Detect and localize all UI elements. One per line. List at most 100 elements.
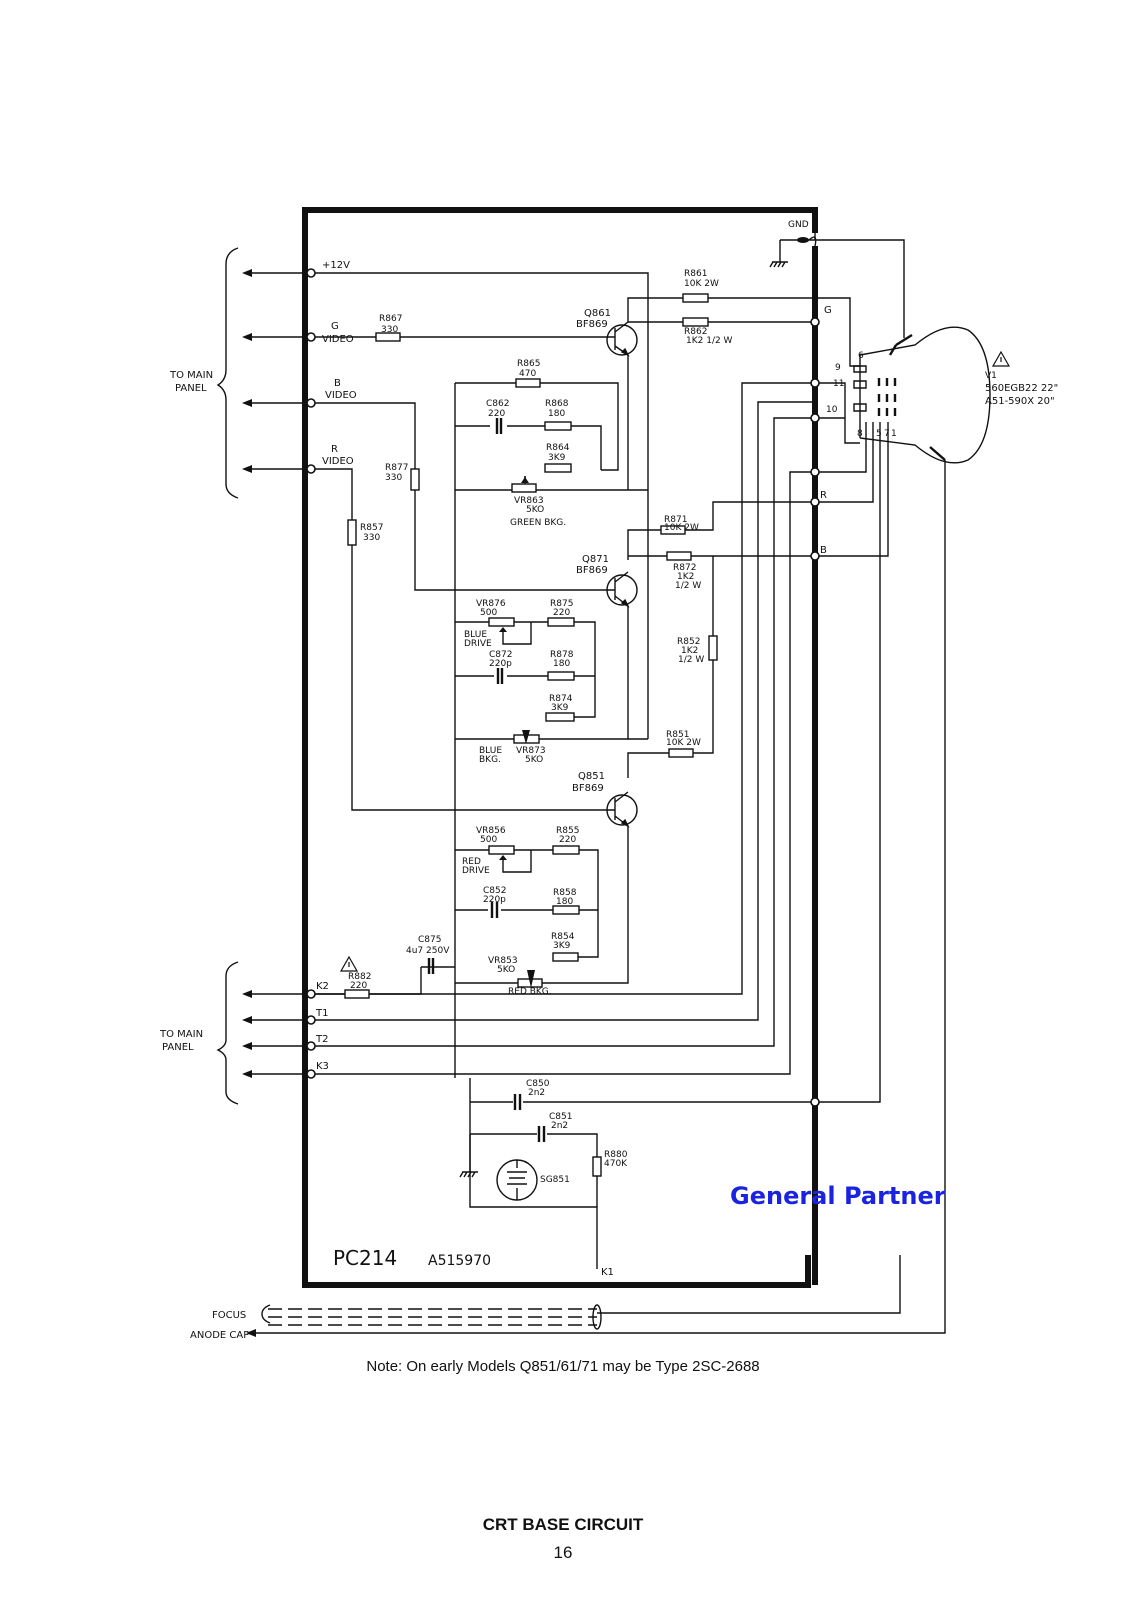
resistor-r851	[668, 748, 694, 758]
net-r-video-1: R	[331, 444, 338, 455]
label-vr873: VR873	[516, 746, 546, 756]
value-r854: 3K9	[553, 941, 571, 951]
value-r855: 220	[559, 835, 576, 845]
pot-vr863	[511, 483, 537, 493]
capacitors	[427, 418, 546, 1142]
net-p12v: +12V	[322, 260, 350, 271]
tube-designator: V1	[985, 371, 997, 381]
pin-10: 10	[826, 405, 838, 415]
warning-icon	[991, 350, 1011, 367]
label-blue-bkg-2: BKG.	[479, 755, 501, 765]
label-r857: R857	[360, 523, 383, 533]
label-c851: C851	[549, 1112, 572, 1122]
left-arrows	[242, 269, 311, 1078]
left-bracket-bottom	[216, 961, 239, 1105]
gnd-lead	[808, 236, 817, 247]
pin-7: 7	[884, 429, 890, 439]
wiring	[246, 233, 946, 1337]
value-r872-1: 1K2	[677, 572, 694, 582]
gnd-label: GND	[788, 220, 809, 230]
label-r882: R882	[348, 972, 371, 982]
label-r880: R880	[604, 1150, 628, 1160]
value-r868: 180	[548, 409, 565, 419]
net-g-video-1: G	[331, 321, 339, 332]
value-c852: 220p	[483, 895, 506, 905]
type-q861: BF869	[576, 319, 608, 330]
net-k2: K2	[316, 981, 329, 992]
value-c872: 220p	[489, 659, 512, 669]
label-r872: R872	[673, 563, 696, 573]
cap-c872	[496, 668, 504, 684]
crt-tube	[853, 326, 991, 464]
label-red-drive-1: RED	[462, 857, 481, 867]
net-k1: K1	[601, 1267, 614, 1278]
value-r857: 330	[363, 533, 380, 543]
resistor-r854	[552, 952, 579, 962]
value-r865: 470	[519, 369, 536, 379]
resistor-r871	[660, 525, 686, 535]
label-vr853: VR853	[488, 956, 518, 966]
value-c850: 2n2	[528, 1088, 545, 1098]
cap-c875	[427, 958, 435, 974]
cap-c852	[490, 902, 499, 918]
label-blue-drive-1: BLUE	[464, 630, 487, 640]
value-r867: 330	[381, 325, 398, 335]
value-r872-2: 1/2 W	[675, 581, 701, 591]
lead-focus: FOCUS	[212, 1310, 246, 1321]
resistor-r875	[547, 617, 575, 627]
value-vr856: 500	[480, 835, 497, 845]
watermark-general-partner: General Partner	[730, 1182, 946, 1210]
label-c852: C852	[483, 886, 506, 896]
type-q851: BF869	[572, 783, 604, 794]
value-c851: 2n2	[551, 1121, 568, 1131]
value-r852-1: 1K2	[681, 646, 698, 656]
pot-wipers	[499, 476, 535, 988]
to-main-panel-bottom-2: PANEL	[162, 1042, 194, 1053]
value-r858: 180	[556, 897, 573, 907]
label-r865: R865	[517, 359, 540, 369]
resistor-r862	[682, 317, 709, 327]
net-b-video-2: VIDEO	[325, 390, 357, 401]
tube-type-1: 560EGB22 22"	[985, 383, 1058, 394]
transistor-q851	[603, 791, 638, 828]
value-r877: 330	[385, 473, 402, 483]
label-r858: R858	[553, 888, 577, 898]
net-t2: T2	[315, 1034, 328, 1045]
pot-vr856	[488, 845, 515, 855]
label-c872: C872	[489, 650, 512, 660]
value-c862: 220	[488, 409, 505, 419]
focus-anode-leads	[261, 1304, 602, 1330]
board-name: PC214	[333, 1246, 397, 1270]
value-r874: 3K9	[551, 703, 569, 713]
resistor-r865	[515, 378, 541, 388]
label-c862: C862	[486, 399, 509, 409]
left-bracket-top	[216, 247, 239, 499]
lead-anode-cap: ANODE CAP	[190, 1330, 249, 1341]
transistors	[602, 321, 638, 828]
value-r875: 220	[553, 608, 570, 618]
label-r855: R855	[556, 826, 579, 836]
transistor-q861	[602, 321, 638, 357]
value-vr863: 5KO	[526, 505, 544, 515]
resistor-r857	[347, 519, 357, 546]
resistor-r858	[552, 905, 580, 915]
value-r862: 1K2 1/2 W	[686, 336, 733, 346]
pin-9: 9	[835, 363, 841, 373]
pin-6: 6	[858, 351, 864, 361]
resistor-r868	[544, 421, 572, 431]
value-r880: 470K	[604, 1159, 628, 1169]
pin-8: 8	[857, 429, 863, 439]
net-k3: K3	[316, 1061, 329, 1072]
value-r878: 180	[553, 659, 570, 669]
resistor-r882	[344, 989, 370, 999]
resistor-r867	[375, 332, 401, 342]
net-t1: T1	[315, 1008, 328, 1019]
value-vr873: 5KO	[525, 755, 543, 765]
gnd-plug	[797, 237, 809, 243]
warning-icon-r882	[339, 955, 359, 972]
ground-symbols	[459, 239, 800, 1178]
value-r851: 10K 2W	[666, 738, 701, 748]
resistor-r852	[708, 635, 718, 661]
resistor-r855	[552, 845, 580, 855]
